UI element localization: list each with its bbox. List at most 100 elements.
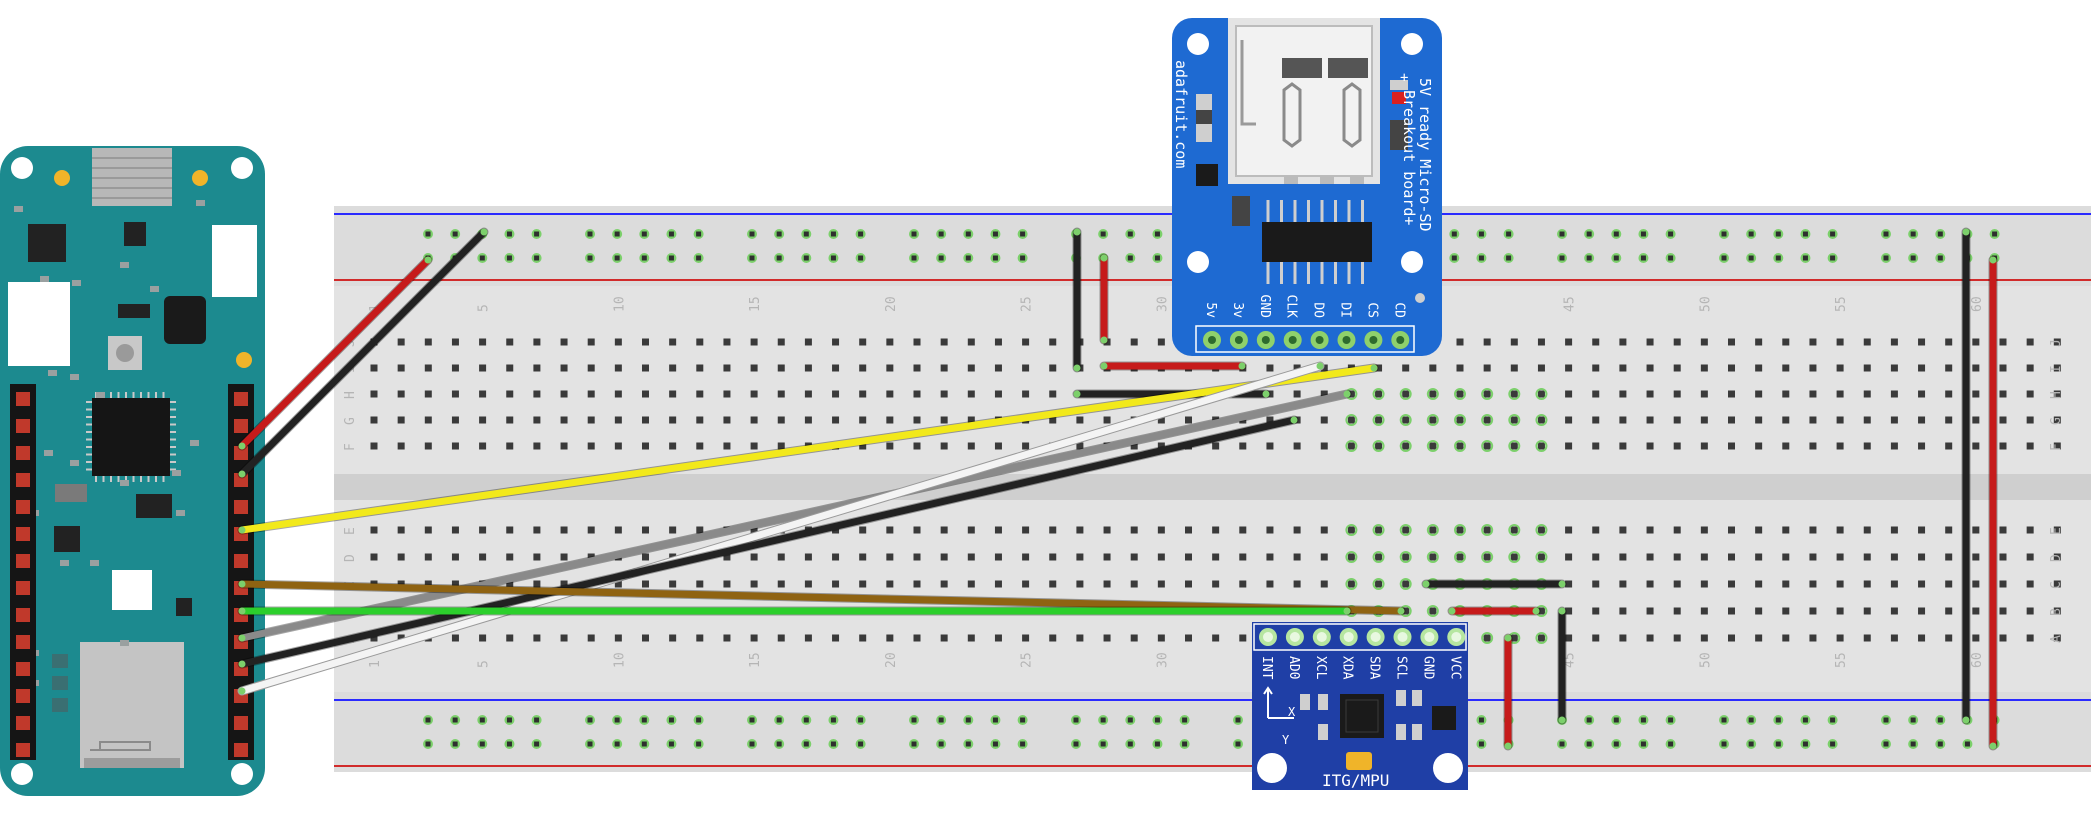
imu-pin-hole — [1451, 632, 1462, 642]
arduino-pin — [16, 608, 30, 622]
wire-yellow-arduino-to-sd-cs[interactable] — [238, 364, 1378, 534]
breadboard-hole — [804, 390, 812, 398]
breadboard-hole — [1945, 416, 1953, 424]
row-letter: A — [2049, 635, 2064, 643]
breadboard-hole — [587, 364, 595, 372]
rail-hole-center — [1883, 255, 1889, 261]
rail-hole-center — [1506, 231, 1512, 237]
breadboard-hole — [1266, 442, 1274, 450]
breadboard-hole — [1293, 390, 1301, 398]
jumper-red-long-right-end — [1989, 742, 1997, 750]
wire-black-arduino-to-rail[interactable] — [238, 228, 488, 478]
rail-hole-center — [1020, 741, 1026, 747]
arduino-left-header — [10, 384, 36, 760]
arduino-mount-hole — [11, 763, 33, 785]
rail-hole-center — [749, 741, 755, 747]
column-number: 50 — [1698, 296, 1713, 312]
breadboard-hole — [1890, 526, 1898, 534]
breadboard-hole — [1755, 338, 1763, 346]
used-hole-marker — [1399, 578, 1412, 590]
breadboard-hole — [1456, 442, 1464, 450]
rail-hole-center — [1721, 231, 1727, 237]
breadboard-hole — [397, 364, 405, 372]
jumper-red-rail-top-end — [1100, 254, 1108, 262]
imu-pin-hole — [1397, 632, 1408, 642]
breadboard-hole — [1918, 553, 1926, 561]
rail-hole-center — [1937, 741, 1943, 747]
breadboard-hole — [1836, 580, 1844, 588]
wire-red-arduino-to-rail-end — [424, 256, 432, 264]
rail-hole-center — [1451, 255, 1457, 261]
rail-hole-center — [452, 231, 458, 237]
column-number: 25 — [1020, 296, 1035, 312]
breadboard-hole — [1972, 416, 1980, 424]
arduino-pin — [234, 419, 248, 433]
breadboard-hole — [1157, 580, 1165, 588]
used-hole-marker — [1535, 632, 1548, 644]
breadboard-hole — [1809, 580, 1817, 588]
breadboard-hole — [506, 390, 514, 398]
rail-hole-center — [1586, 255, 1592, 261]
breadboard-hole — [1809, 526, 1817, 534]
breadboard-hole — [1510, 526, 1518, 534]
used-hole-marker — [1426, 551, 1439, 563]
breadboard-hole — [479, 364, 487, 372]
rail-hole-center — [696, 255, 702, 261]
rail-hole-center — [534, 231, 540, 237]
rail-hole-center — [614, 255, 620, 261]
breadboard-hole — [1999, 526, 2007, 534]
rail-hole-center — [776, 741, 782, 747]
breadboard-hole — [2053, 607, 2061, 615]
rail-hole-center — [1721, 717, 1727, 723]
breadboard-hole — [451, 580, 459, 588]
breadboard-hole — [1320, 390, 1328, 398]
breadboard-hole — [804, 580, 812, 588]
breadboard-hole — [1212, 553, 1220, 561]
sd-mount-hole — [1401, 251, 1423, 273]
imu-title: ITG/MPU — [1322, 771, 1389, 790]
wire-gray-arduino-to-sd[interactable] — [238, 390, 1351, 642]
breadboard-hole — [669, 364, 677, 372]
rail-hole-center — [1586, 231, 1592, 237]
breadboard-hole — [1728, 416, 1735, 424]
column-number: 1 — [368, 660, 383, 668]
sd-pin-hole — [1342, 336, 1351, 344]
used-hole-marker — [1481, 632, 1494, 644]
sd-pin-hole — [1396, 336, 1405, 344]
breadboard-hole — [1402, 442, 1410, 450]
row-letter: J — [343, 339, 358, 347]
breadboard-hole — [370, 634, 378, 642]
wire-red-arduino-to-rail[interactable] — [238, 256, 432, 450]
rail-hole-center — [425, 231, 431, 237]
breadboard-hole — [642, 553, 649, 561]
breadboard-hole — [804, 338, 812, 346]
breadboard-hole — [1945, 607, 1953, 615]
breadboard-hole — [1510, 553, 1518, 561]
breadboard-hole — [1375, 580, 1383, 588]
imu-pin-hole — [1316, 632, 1327, 642]
rail-hole-center — [1640, 255, 1646, 261]
rail-hole-center — [1478, 717, 1484, 723]
breadboard-hole — [1728, 442, 1735, 450]
wire-white-arduino-to-sd[interactable] — [238, 362, 1324, 695]
breadboard-hole — [479, 416, 487, 424]
breadboard-hole — [1890, 580, 1898, 588]
breadboard-hole — [2053, 580, 2061, 588]
rail-hole-center — [479, 741, 485, 747]
breadboard-hole — [1755, 416, 1763, 424]
rail-hole-center — [1830, 717, 1836, 723]
breadboard-hole — [370, 526, 378, 534]
wire-black-arduino-to-sd[interactable] — [238, 416, 1298, 668]
wire-brown-arduino-to-imu[interactable] — [238, 580, 1405, 615]
breadboard-hole — [533, 526, 541, 534]
breadboard-hole — [506, 338, 514, 346]
breadboard-hole — [506, 526, 514, 534]
breadboard-hole — [1782, 607, 1790, 615]
arduino-led — [192, 170, 208, 186]
breadboard-hole — [1375, 442, 1383, 450]
jumper-red-row-j-end — [1100, 362, 1108, 370]
rail-hole-center — [1748, 231, 1754, 237]
used-hole-marker — [1372, 551, 1385, 563]
breadboard-hole — [1945, 338, 1953, 346]
rail-hole-center — [696, 717, 702, 723]
